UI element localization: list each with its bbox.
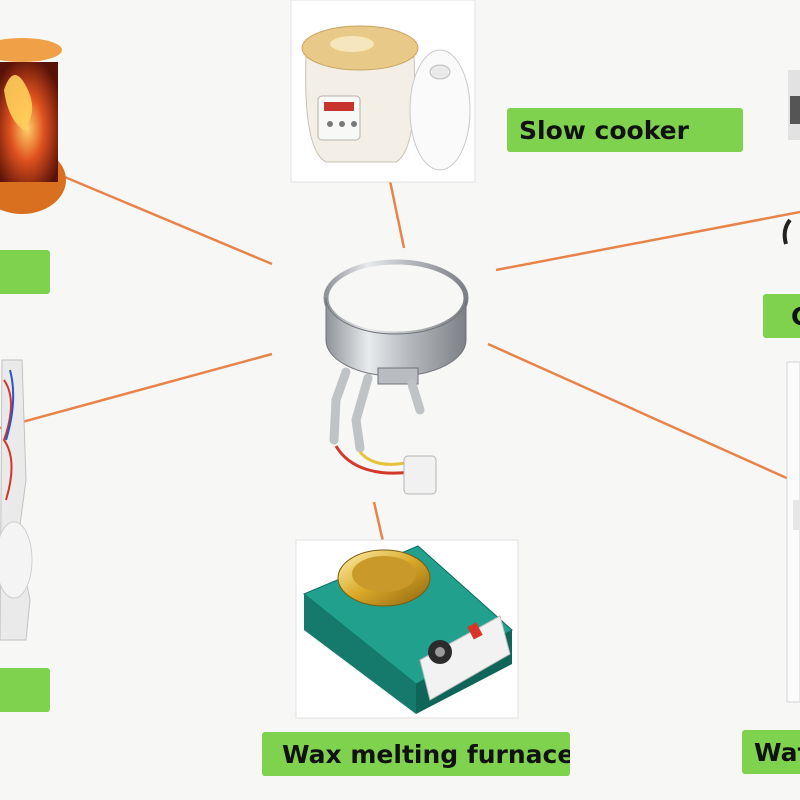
water-heater-icon <box>786 361 800 703</box>
left-bottom-label <box>0 668 50 712</box>
connector-wax-furnace <box>372 501 386 547</box>
wax-melting-furnace-icon <box>295 539 519 719</box>
right-bottom-label: Wat <box>742 730 800 774</box>
connector-slow-cooker <box>387 175 406 249</box>
connector-right-top <box>495 210 800 272</box>
connector-lines <box>0 168 800 547</box>
right-top-label: C <box>763 294 800 338</box>
heater-coil-icon <box>0 38 66 214</box>
wax-melting-furnace-label: Wax melting furnace <box>262 732 570 776</box>
connector-left-bottom <box>0 352 273 430</box>
connector-left-top <box>47 168 273 266</box>
slow-cooker-icon <box>290 0 476 183</box>
appliance-icon <box>782 70 800 245</box>
band-heater-icon <box>323 259 469 495</box>
left-top-label <box>0 250 50 294</box>
connector-right-bottom <box>487 342 800 486</box>
coffee-machine-icon <box>0 359 33 641</box>
slow-cooker-label: Slow cooker <box>507 108 743 152</box>
